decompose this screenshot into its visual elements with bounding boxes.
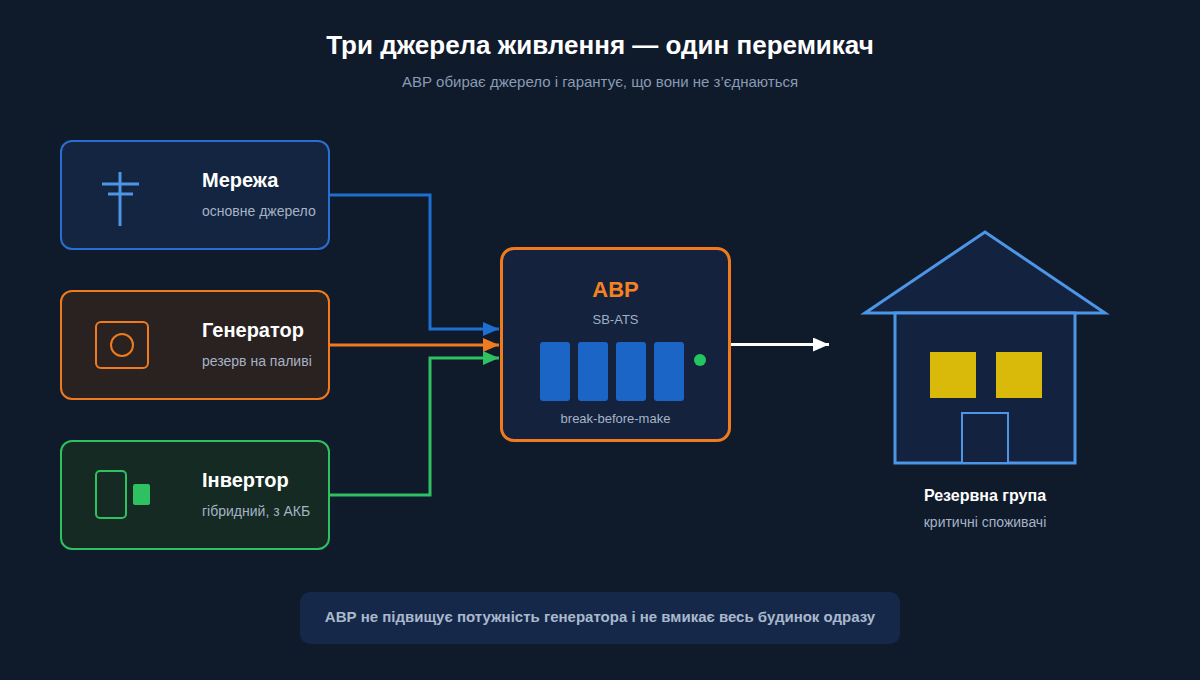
house-node: Резервна група критичні споживачі — [830, 228, 1140, 538]
connector-arrow — [330, 344, 499, 347]
node-heading: Мережа — [202, 168, 330, 192]
source-box: Інвертор гібридний, з АКБ — [60, 440, 330, 550]
diagram-caption: АВР обирає джерело і гарантує, що вони н… — [0, 73, 1200, 90]
node-heading: Резервна група — [830, 486, 1140, 505]
node-subtext: SB-ATS — [503, 312, 728, 328]
house-roof — [865, 232, 1105, 313]
node-heading: АВР — [503, 277, 728, 303]
connector-arrow — [330, 358, 499, 495]
node-subtext: гібридний, з АКБ — [202, 503, 330, 520]
source-box: Генератор резерв на паливі — [60, 290, 330, 400]
house-door — [962, 413, 1008, 463]
diagram-title: Три джерела живлення — один перемикач — [0, 30, 1200, 61]
house-body — [895, 313, 1075, 463]
source-box: Мережа основне джерело — [60, 140, 330, 250]
note-box: АВР не підвищує потужність генератора і … — [300, 592, 900, 644]
connector-arrow — [330, 195, 499, 329]
switch-box: АВР SB-ATS break-before-make — [500, 247, 731, 442]
connector-arrow — [731, 343, 829, 346]
house-window — [996, 352, 1042, 398]
node-subtext: основне джерело — [202, 203, 330, 220]
node-heading: Інвертор — [202, 468, 330, 492]
node-heading: Генератор — [202, 318, 330, 342]
node-subtext: критичні споживачі — [830, 514, 1140, 531]
node-heading: АВР не підвищує потужність генератора і … — [300, 608, 900, 626]
node-subtext: break-before-make — [503, 411, 728, 427]
house-window — [930, 352, 976, 398]
node-subtext: резерв на паливі — [202, 353, 330, 370]
